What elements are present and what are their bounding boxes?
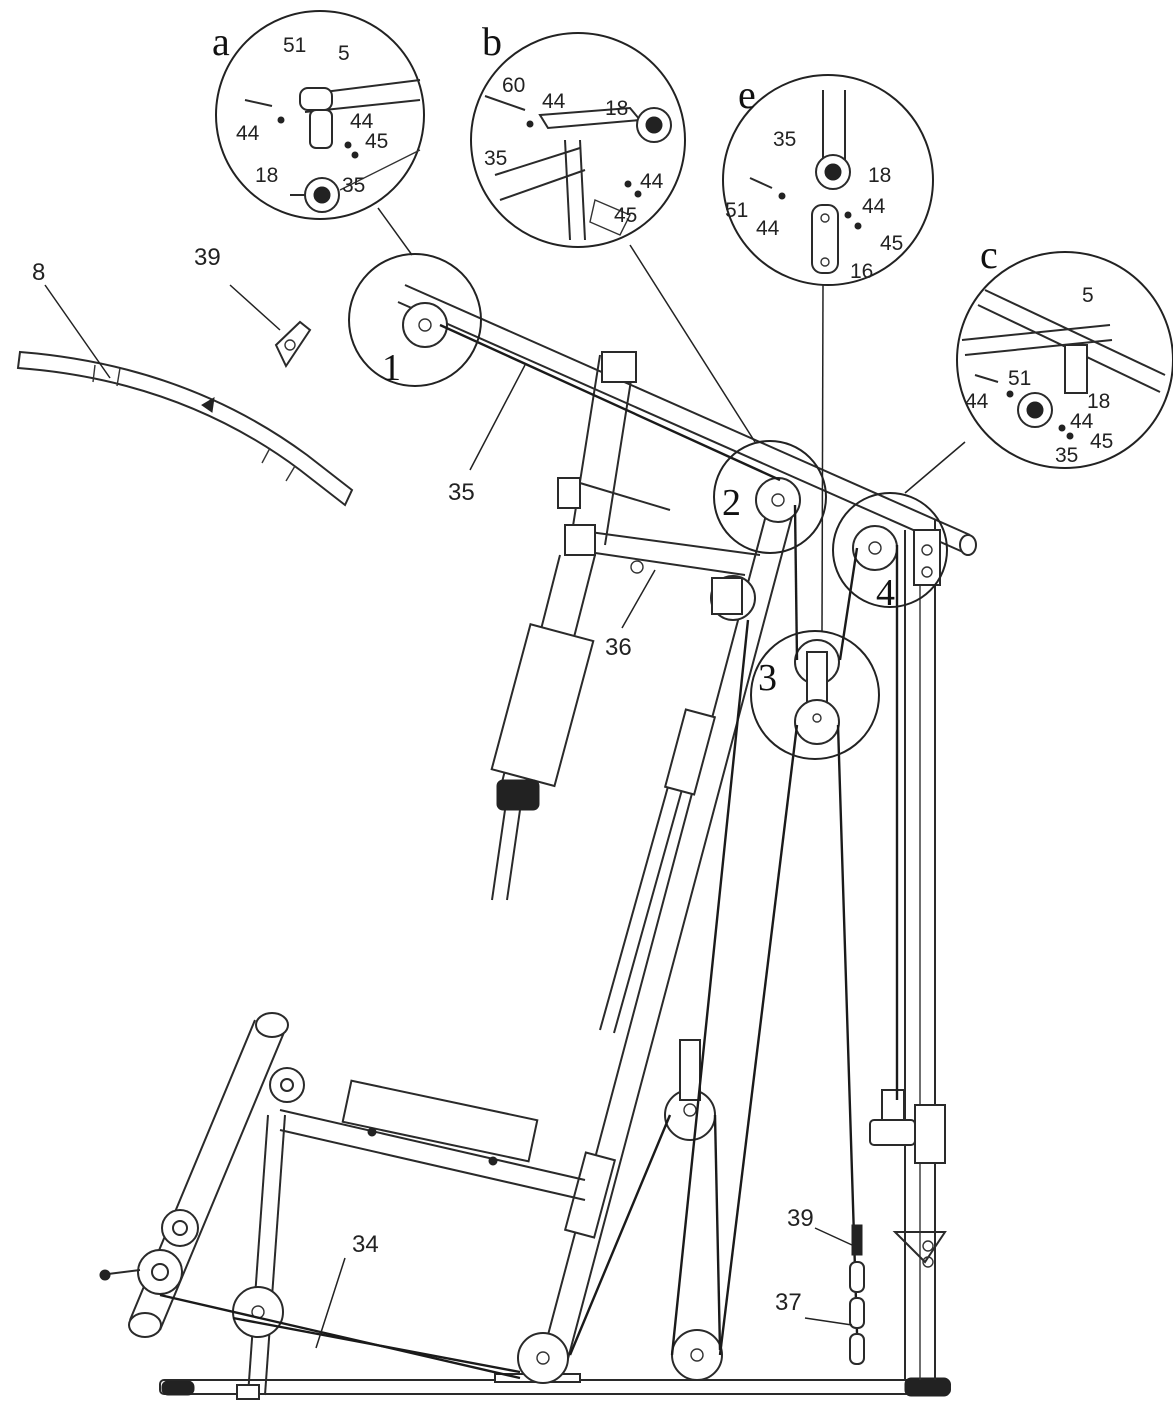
label-a-35: 35: [342, 174, 365, 197]
detail-a-contents: [244, 79, 421, 213]
pulley-4-wheel: [852, 525, 898, 571]
label-c-5: 5: [1082, 284, 1094, 307]
label-a-44-left: 44: [236, 122, 260, 145]
pulley-wheels: [232, 302, 898, 1384]
part-label-8: 8: [32, 259, 45, 286]
incline-post: [490, 351, 761, 901]
label-c-18: 18: [1087, 390, 1110, 413]
label-b-35: 35: [484, 147, 507, 170]
part-label-36: 36: [605, 634, 632, 661]
pulley-3-bottom-wheel: [794, 699, 840, 745]
label-e-16: 16: [850, 260, 873, 283]
snap-hook-39: [274, 320, 312, 369]
detail-letter-e: e: [738, 72, 756, 117]
top-boom: [397, 284, 977, 586]
callout-3: [750, 630, 880, 760]
label-b-18: 18: [605, 97, 628, 120]
leaders: [44, 284, 853, 1349]
text-labels: a b e c 51 5 44 44 45 18 35 60 44 18 35 …: [32, 19, 1113, 1316]
callout-c: [956, 251, 1173, 469]
right-upright: [869, 520, 947, 1380]
label-a-51: 51: [283, 34, 306, 57]
label-c-45: 45: [1090, 430, 1113, 453]
cables: [159, 323, 899, 1380]
label-c-44-right: 44: [1070, 410, 1094, 433]
part-label-39-bottom: 39: [787, 1205, 814, 1232]
pulley-base-left-wheel: [232, 1286, 284, 1338]
callout-circles: [215, 10, 1173, 760]
label-e-35: 35: [773, 128, 796, 151]
label-e-44-right: 44: [862, 195, 886, 218]
pulley-mid-wheel: [664, 1039, 716, 1141]
callout-b: [470, 32, 686, 248]
detail-letter-a: a: [212, 19, 230, 64]
pulley-marker-2: 2: [722, 482, 741, 524]
callout-2: [713, 440, 827, 554]
label-c-35: 35: [1055, 444, 1078, 467]
label-a-44-right: 44: [350, 110, 374, 133]
callout-4: [832, 492, 948, 608]
label-b-44-bottom: 44: [640, 170, 664, 193]
detail-c-contents: [961, 289, 1166, 440]
part-label-34: 34: [352, 1231, 379, 1258]
pulley-marker-4: 4: [876, 572, 895, 614]
seat-assembly: [236, 1079, 586, 1400]
pulley-marker-3: 3: [758, 657, 777, 699]
pulley-base-mid-wheel: [517, 1332, 569, 1384]
detail-e-contents: [749, 90, 862, 274]
label-e-51: 51: [725, 199, 748, 222]
pulley-36-wheel: [710, 575, 756, 621]
label-a-18: 18: [255, 164, 278, 187]
label-e-18: 18: [868, 164, 891, 187]
part-label-39-top: 39: [194, 244, 221, 271]
label-e-45: 45: [880, 232, 903, 255]
pulley-base-right-wheel: [671, 1329, 723, 1381]
leg-arm: [99, 1012, 305, 1338]
lat-bar-8: [16, 350, 354, 507]
pulley-marker-1: 1: [382, 347, 401, 389]
label-b-45: 45: [614, 204, 637, 227]
diagonal-beam: [539, 499, 796, 1371]
label-b-60: 60: [502, 74, 525, 97]
callout-a: [215, 10, 425, 220]
label-a-5: 5: [338, 42, 350, 65]
callout-1: [348, 253, 482, 387]
label-c-44-left: 44: [965, 390, 989, 413]
callout-e: [722, 74, 934, 286]
label-b-44-top: 44: [542, 90, 566, 113]
detail-b-contents: [484, 95, 672, 241]
label-e-44-left: 44: [756, 217, 780, 240]
pulley-2-wheel: [755, 477, 801, 523]
part-label-35: 35: [448, 479, 475, 506]
part-label-37: 37: [775, 1289, 802, 1316]
label-c-51: 51: [1008, 367, 1031, 390]
detail-letter-c: c: [980, 232, 998, 277]
detail-letter-b: b: [482, 19, 502, 64]
label-a-45: 45: [365, 130, 388, 153]
pulley-1-wheel: [402, 302, 448, 348]
